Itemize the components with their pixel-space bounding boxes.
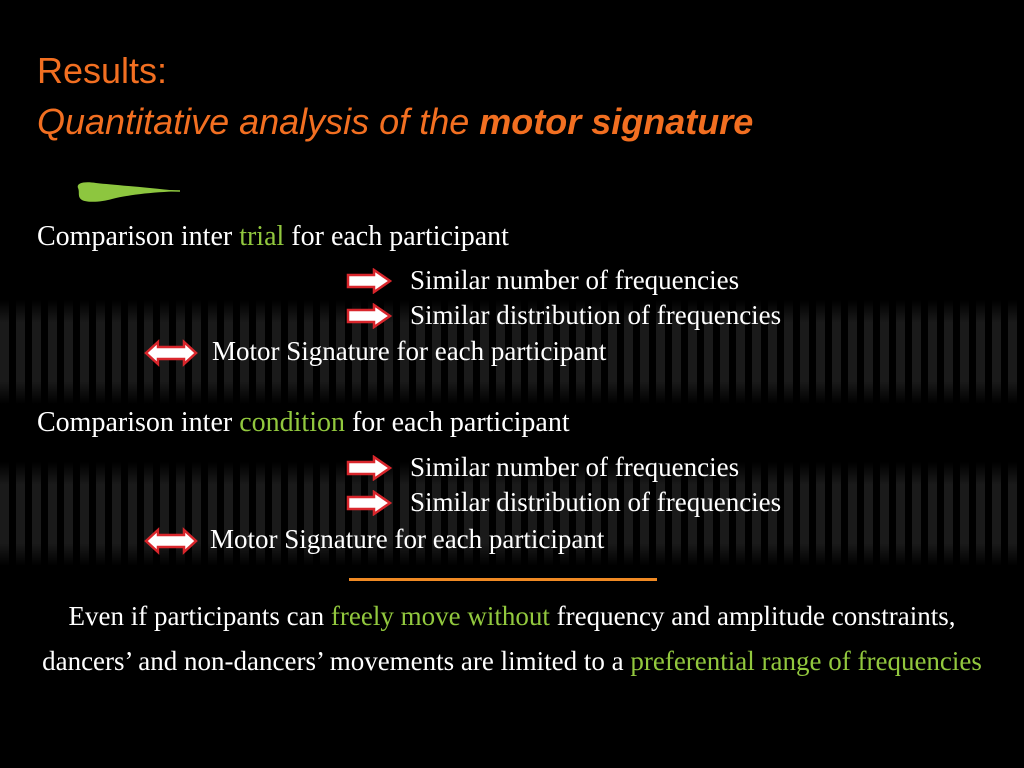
heading-highlight: trial — [239, 221, 285, 252]
section2-result: Motor Signature for each participant — [210, 524, 605, 554]
right-arrow-icon — [346, 455, 392, 481]
right-arrow-icon — [346, 490, 392, 516]
heading-prefix: Comparison inter — [37, 407, 240, 438]
conclusion-part2: frequency and amplitude constraints, dan… — [42, 601, 956, 676]
conclusion-text: Even if participants can freely move wit… — [40, 594, 984, 684]
conclusion-part1: Even if participants can — [68, 601, 331, 631]
conclusion-highlight1: freely move without — [330, 601, 550, 631]
subtitle-prefix: Quantitative analysis of the — [37, 101, 480, 142]
slide-subtitle: Quantitative analysis of the motor signa… — [37, 101, 753, 143]
section1-heading: Comparison inter trial for each particip… — [37, 221, 509, 253]
green-brush-stroke-icon — [77, 182, 181, 202]
heading-highlight: condition — [239, 407, 345, 438]
double-arrow-icon — [144, 527, 198, 555]
section1-item2: Similar distribution of frequencies — [410, 300, 782, 330]
right-arrow-icon — [346, 268, 392, 294]
double-arrow-icon — [144, 339, 198, 367]
slide-title: Results: — [37, 50, 168, 91]
section2-heading: Comparison inter condition for each part… — [37, 407, 570, 439]
heading-prefix: Comparison inter — [37, 221, 240, 252]
background-stripes-bottom — [0, 462, 1024, 566]
subtitle-bold: motor signature — [479, 101, 754, 142]
conclusion-highlight2: preferential range of frequencies — [630, 646, 982, 676]
section2-item2: Similar distribution of frequencies — [410, 487, 782, 517]
section2-item1: Similar number of frequencies — [410, 452, 740, 482]
right-arrow-icon — [346, 303, 392, 329]
section1-item1: Similar number of frequencies — [410, 265, 740, 295]
section1-result: Motor Signature for each participant — [212, 336, 607, 366]
background-stripes-top — [0, 300, 1024, 404]
heading-suffix: for each participant — [284, 221, 509, 252]
heading-suffix: for each participant — [344, 407, 570, 438]
divider-rule — [349, 578, 657, 581]
